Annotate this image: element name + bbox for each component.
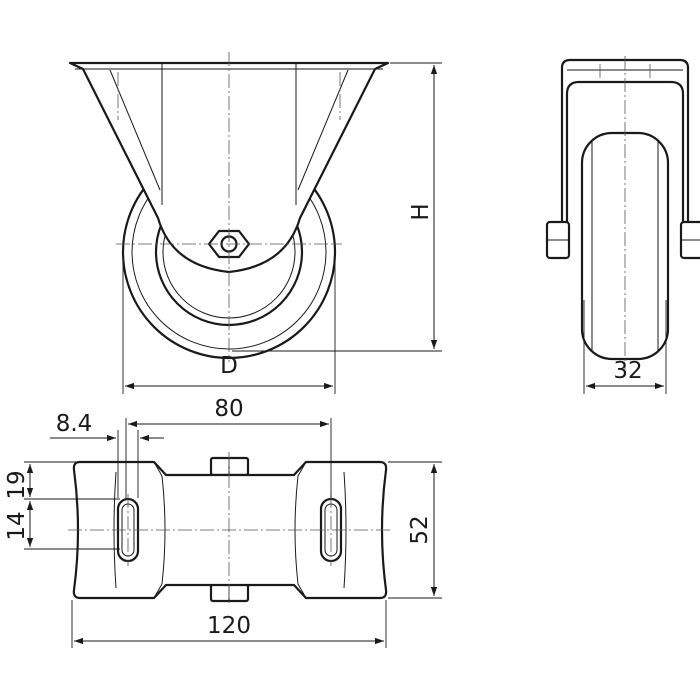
height-label: H bbox=[408, 203, 434, 220]
slot-length-label: 14 bbox=[4, 511, 30, 540]
height-dimension: H bbox=[232, 62, 442, 352]
plate-width-label: 120 bbox=[207, 613, 251, 639]
plate-view: 80 8.4 19 14 52 120 bbox=[4, 396, 442, 648]
side-view: 32 bbox=[545, 56, 700, 394]
slot-offset-label: 8.4 bbox=[56, 411, 93, 437]
hole-spacing-y-dimension: 52 bbox=[388, 461, 442, 599]
top-offset-label: 19 bbox=[4, 470, 30, 499]
vertical-offsets-dimension: 19 14 bbox=[4, 461, 120, 550]
front-view: H D bbox=[68, 52, 442, 394]
plate-width-dimension: 120 bbox=[71, 600, 387, 648]
hole-spacing-y-label: 52 bbox=[407, 515, 433, 544]
side-wheel-hub-lines bbox=[591, 140, 659, 352]
diameter-label: D bbox=[220, 353, 238, 379]
slot-offset-dimension: 8.4 bbox=[50, 411, 164, 498]
hole-spacing-x-label: 80 bbox=[214, 396, 243, 422]
hole-spacing-x-dimension: 80 bbox=[125, 396, 332, 498]
wheel-width-label: 32 bbox=[613, 358, 642, 384]
diameter-dimension: D bbox=[122, 252, 336, 394]
wheel-width-dimension: 32 bbox=[583, 300, 667, 394]
